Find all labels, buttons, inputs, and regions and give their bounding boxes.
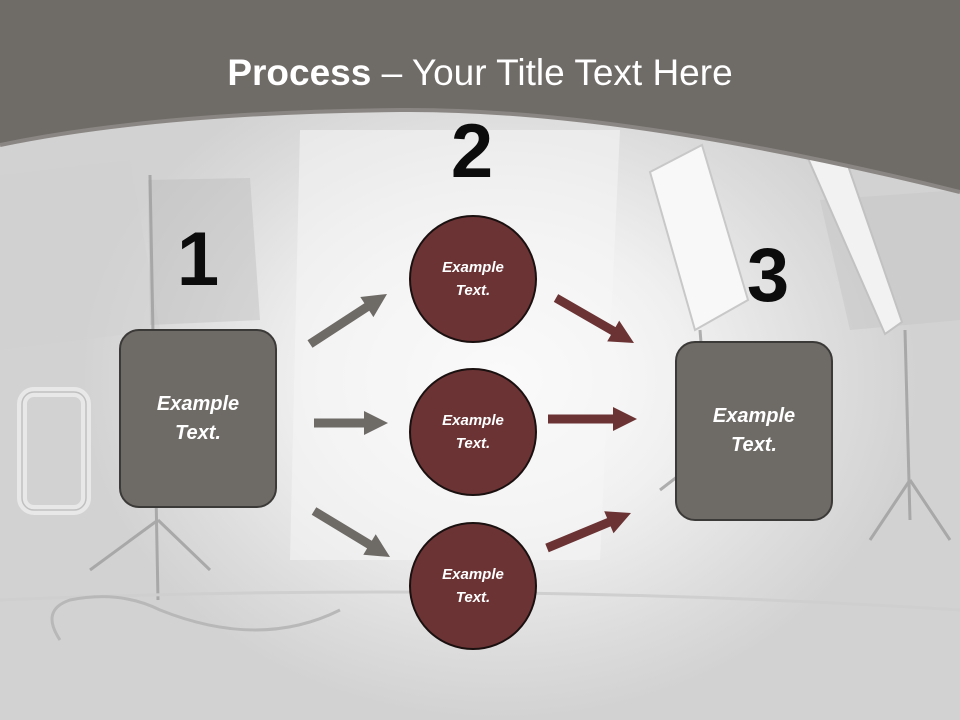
step-3-box: Example Text. bbox=[675, 341, 833, 521]
arrow-circle-3-to-3 bbox=[545, 511, 631, 553]
arrow-circle-1-to-3 bbox=[553, 294, 634, 343]
step-1-box: Example Text. bbox=[119, 329, 277, 508]
step-number-3: 3 bbox=[746, 233, 790, 318]
step-number-2: 2 bbox=[450, 109, 494, 194]
step-2-circle-2: Example Text. bbox=[409, 368, 537, 496]
step-2-circle-1-text: Example Text. bbox=[442, 259, 504, 299]
arrow-1-to-circle-2 bbox=[314, 411, 388, 435]
step-1-text: Example Text. bbox=[156, 392, 240, 444]
step-3-text: Example Text. bbox=[712, 405, 796, 456]
slide-title: Process – Your Title Text Here bbox=[0, 52, 960, 94]
arrow-1-to-circle-3 bbox=[311, 507, 390, 557]
arrow-circle-2-to-3 bbox=[548, 407, 637, 431]
arrow-1-to-circle-1 bbox=[307, 294, 387, 348]
step-number-1: 1 bbox=[176, 217, 220, 302]
step-2-circle-3-text: Example Text. bbox=[442, 566, 504, 606]
title-rest: – Your Title Text Here bbox=[371, 52, 733, 93]
step-2-circle-1: Example Text. bbox=[409, 215, 537, 343]
step-2-circle-3: Example Text. bbox=[409, 522, 537, 650]
title-bold: Process bbox=[227, 52, 372, 93]
step-2-circle-2-text: Example Text. bbox=[442, 412, 504, 452]
